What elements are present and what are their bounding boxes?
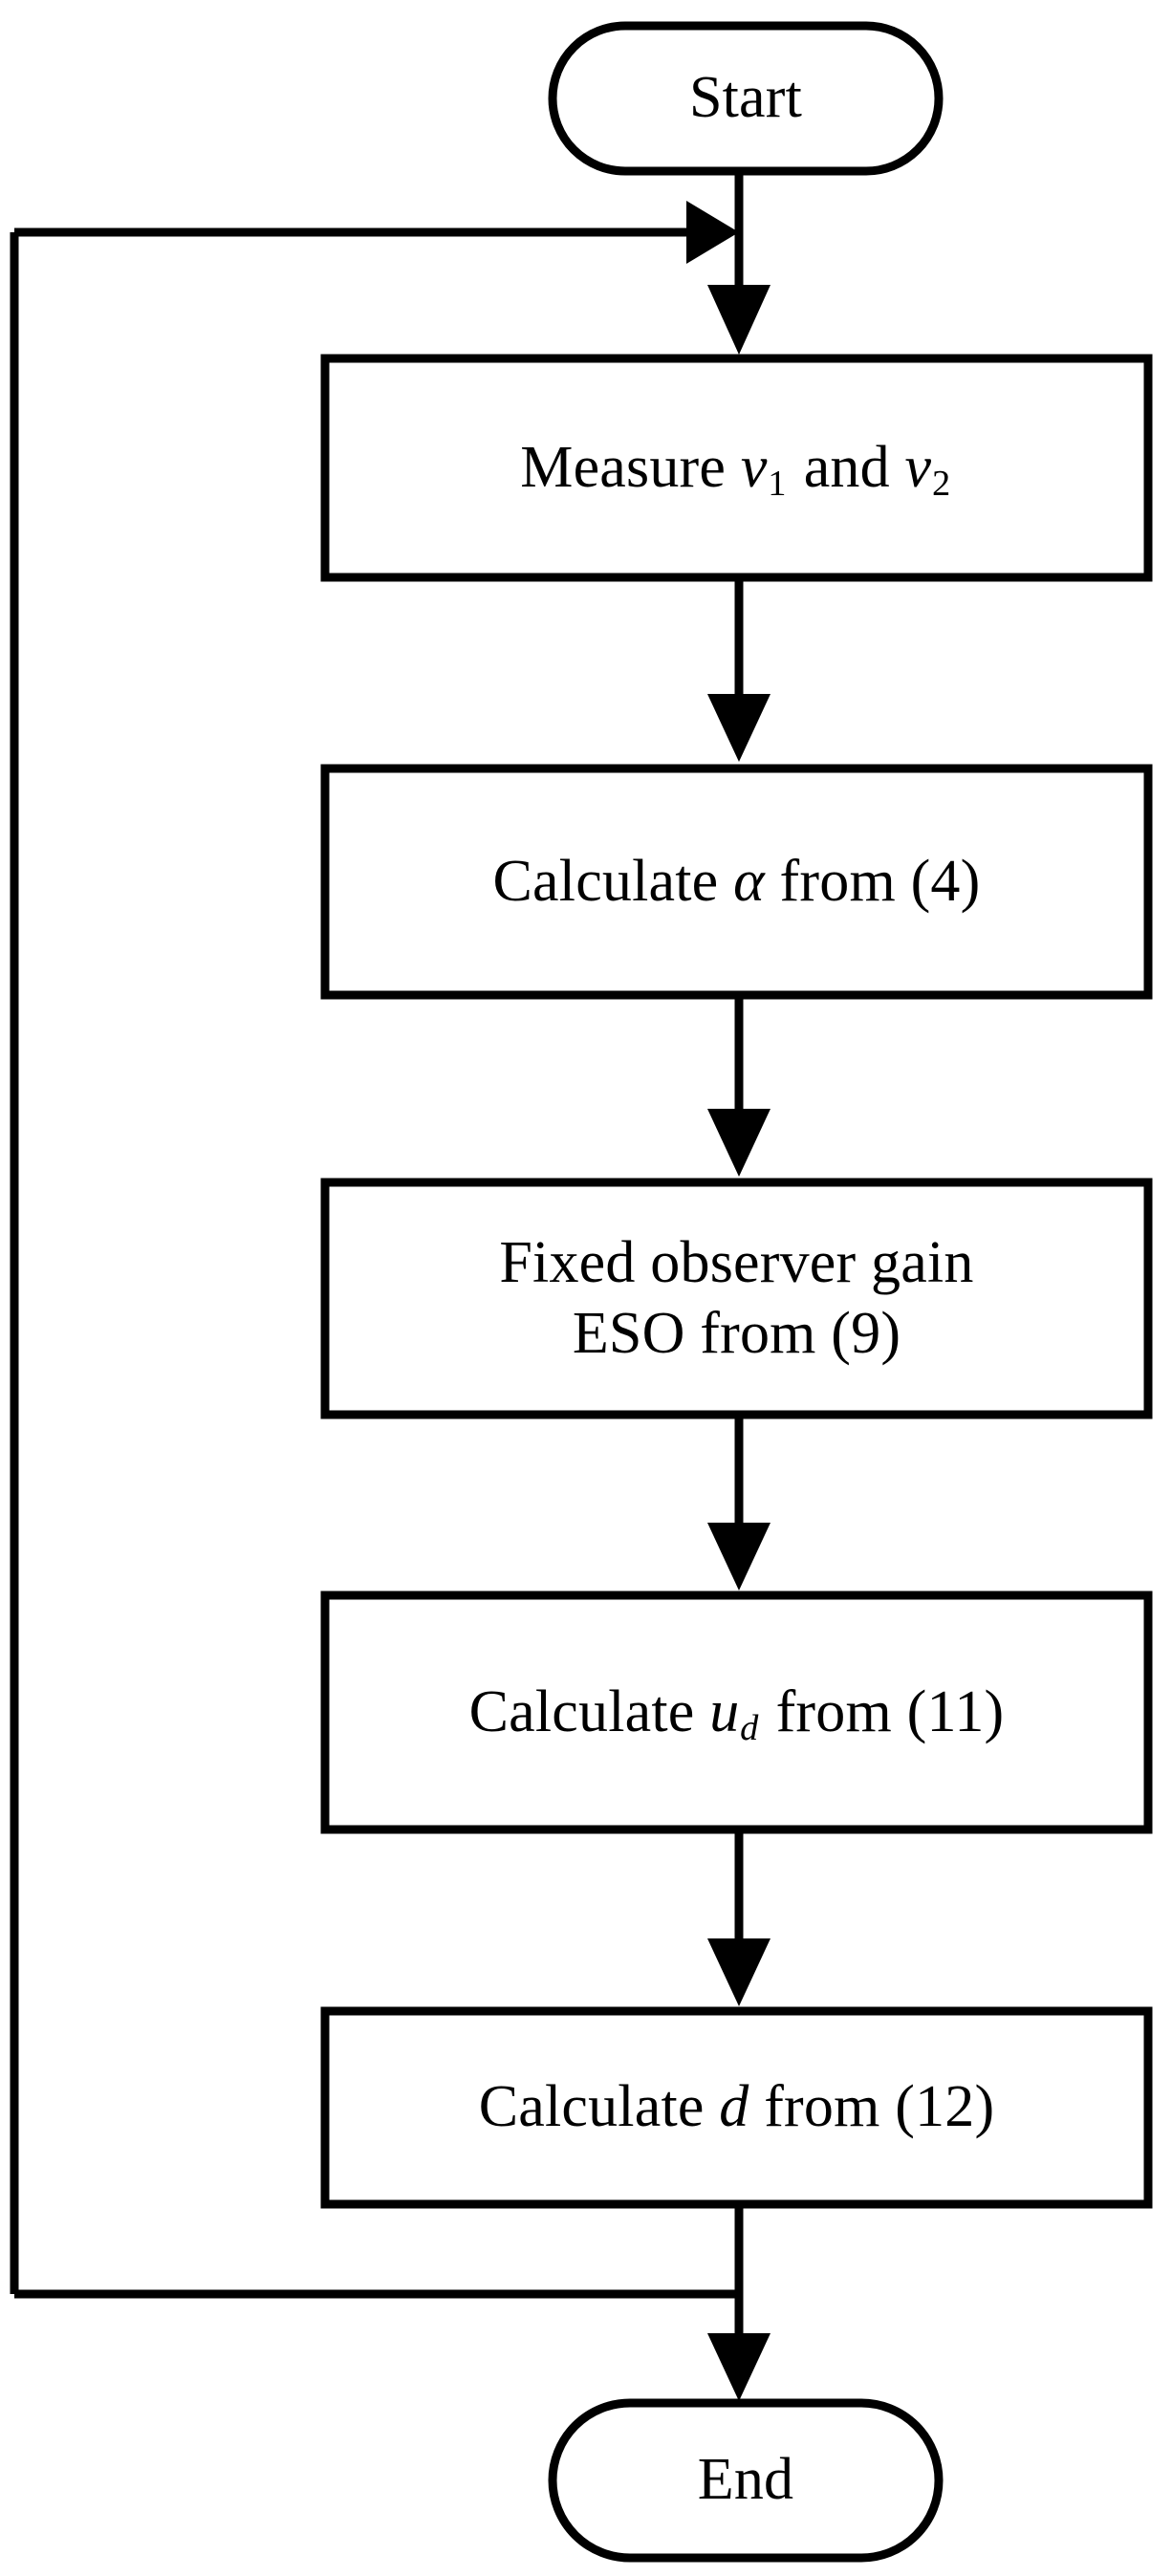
arrowhead-down-3 — [707, 1109, 770, 1177]
arrowhead-down-5 — [707, 1938, 770, 2006]
node-calc-alpha-shape[interactable] — [320, 764, 1153, 1000]
node-calc-ud-shape[interactable] — [320, 1591, 1153, 1834]
edge-d-to-end — [707, 2208, 770, 2401]
arrowhead-down-4 — [707, 1523, 770, 1591]
node-measure-shape[interactable] — [320, 354, 1153, 582]
edge-start-to-measure — [707, 170, 770, 355]
arrowhead-down-2 — [707, 694, 770, 762]
edge-ud-to-d — [707, 1833, 770, 2006]
node-calc-d-shape[interactable] — [320, 2006, 1153, 2209]
arrowhead-down-6 — [707, 2333, 770, 2401]
node-end-shape[interactable] — [548, 2398, 944, 2563]
edge-feedback-loop — [10, 201, 739, 2299]
node-start-shape[interactable] — [548, 21, 944, 176]
node-eso-shape[interactable] — [320, 1178, 1153, 1419]
arrowhead-down-1 — [707, 285, 770, 355]
edge-alpha-to-eso — [707, 999, 770, 1177]
edge-measure-to-alpha — [707, 581, 770, 762]
edge-eso-to-ud — [707, 1418, 770, 1591]
arrowhead-feedback-right — [686, 201, 739, 264]
